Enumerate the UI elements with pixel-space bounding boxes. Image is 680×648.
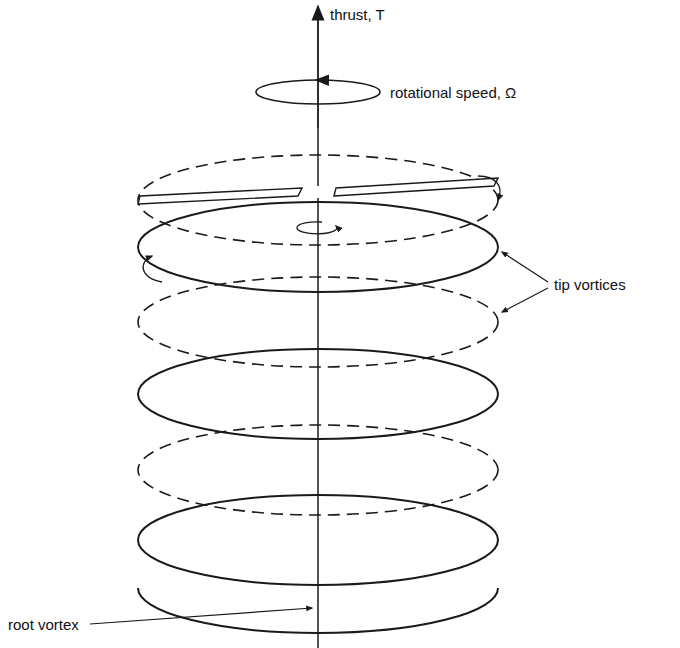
tip-vortex-ring-front bbox=[138, 495, 498, 585]
rotation-label: rotational speed, Ω bbox=[390, 84, 516, 102]
tip-vortex-ring-back bbox=[138, 155, 498, 245]
thrust-label: thrust, T bbox=[330, 6, 385, 24]
rotor-hub bbox=[314, 186, 322, 198]
rotor-blade bbox=[138, 188, 302, 204]
tip-vortex-ring-front bbox=[138, 588, 498, 633]
rotor-blade bbox=[334, 178, 498, 196]
leader-line bbox=[90, 608, 312, 624]
leader-line bbox=[502, 252, 548, 282]
leader-line bbox=[502, 288, 548, 312]
rotation-arrowhead bbox=[316, 79, 328, 81]
rotation-ellipse bbox=[256, 80, 380, 104]
tip-vortex-ring-front bbox=[138, 202, 498, 292]
root-swirl-arrow bbox=[297, 222, 337, 234]
tip-vortex-ring-front bbox=[138, 349, 498, 439]
thrust-arrow bbox=[317, 6, 319, 128]
circulation-arrow bbox=[143, 256, 162, 282]
tip-vortex-ring-back bbox=[138, 277, 498, 367]
tip-vortices-label: tip vortices bbox=[554, 276, 626, 294]
root-vortex-line bbox=[317, 128, 319, 648]
root-vortex-label: root vortex bbox=[8, 616, 79, 634]
circulation-arrow bbox=[478, 176, 500, 200]
